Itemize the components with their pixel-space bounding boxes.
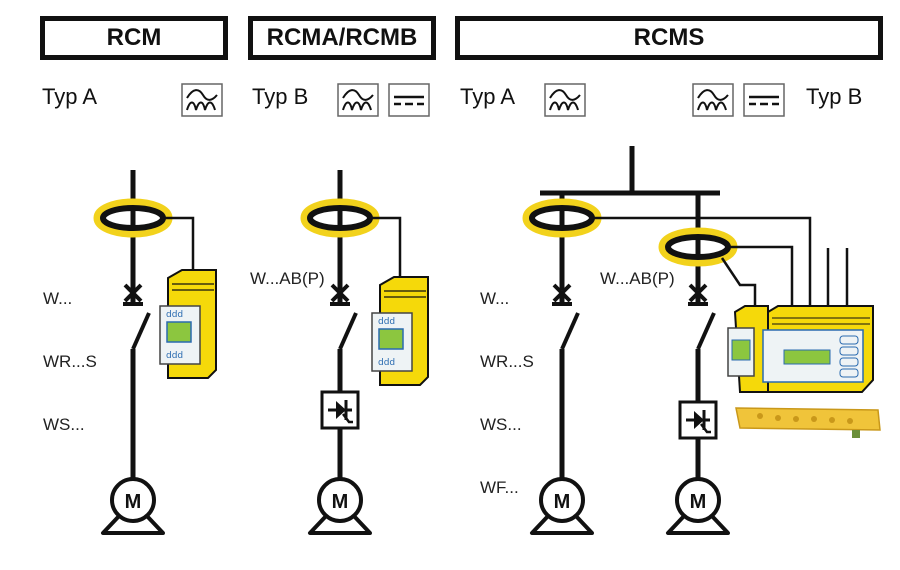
breaker-icon [688, 285, 714, 349]
motor-label: M [125, 491, 142, 513]
rcma-device-label: W...AB(P) [250, 269, 325, 288]
device-label: W... [43, 289, 73, 308]
device-label: WR...S [480, 352, 534, 371]
rcms-circuit [528, 146, 881, 533]
rcma-relay-device [371, 276, 429, 386]
thyristor-icon [320, 390, 360, 430]
header-rcms: RCMS [455, 16, 883, 60]
device-label: WR...S [43, 352, 97, 371]
ac-pulsed-dc-icon [544, 83, 586, 117]
breaker-icon [123, 285, 149, 349]
ac-pulsed-dc-icon [692, 83, 734, 117]
rcms-monitor-device [727, 305, 874, 393]
transformer-strip-device [735, 407, 881, 438]
header-rcm-label: RCM [106, 24, 162, 51]
breaker-icon [330, 285, 356, 349]
motor-label: M [332, 491, 349, 513]
motor-label: M [554, 491, 571, 513]
dc-icon [387, 82, 431, 118]
dc-icon [742, 82, 786, 118]
device-label: W... [480, 289, 510, 308]
device-label: WS... [43, 415, 85, 434]
device-label: WS... [480, 415, 522, 434]
rcm-relay-device [159, 269, 217, 379]
ac-pulsed-dc-icon [181, 83, 223, 117]
header-rcma-label: RCMA/RCMB [266, 24, 418, 51]
rcms-type-b-label: Typ B [806, 84, 863, 109]
rcma-type-label: Typ B [252, 84, 309, 109]
ac-pulsed-dc-icon [337, 83, 379, 117]
rcma-circuit [306, 170, 429, 533]
header-rcms-label: RCMS [633, 24, 705, 51]
motor-label: M [690, 491, 707, 513]
rcm-circuit [99, 170, 217, 533]
thyristor-icon [678, 400, 718, 440]
rcm-type-label: Typ A [42, 84, 98, 109]
device-label: WF... [480, 478, 519, 497]
header-rcma-rcmb: RCMA/RCMB [248, 16, 436, 60]
rcm-device-labels: W... WR...S WS... [43, 246, 97, 456]
header-rcm: RCM [40, 16, 228, 60]
rcms-type-a-label: Typ A [460, 84, 516, 109]
breaker-icon [552, 285, 578, 349]
rcms-device-labels: W... WR...S WS... WF... [480, 246, 534, 519]
rcms-device-label-ab: W...AB(P) [600, 269, 675, 288]
